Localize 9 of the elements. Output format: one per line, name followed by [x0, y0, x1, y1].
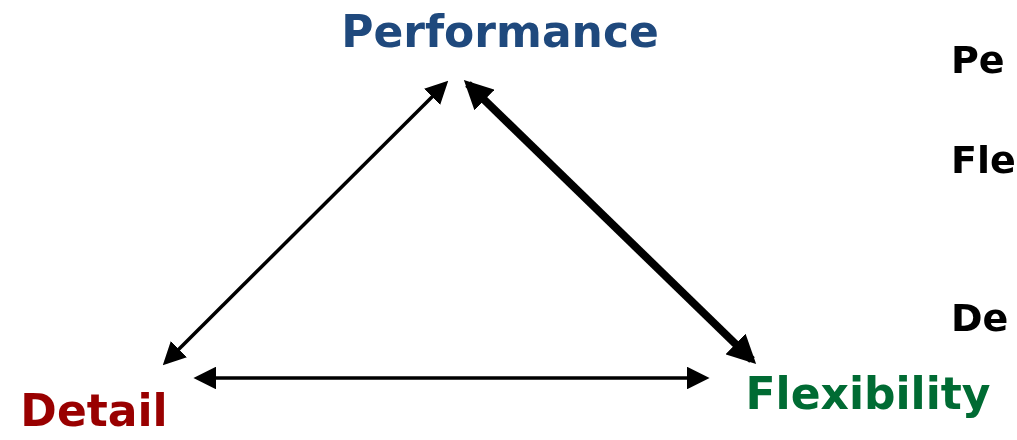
heading-label: Performance — [341, 10, 659, 54]
double-arrow — [193, 366, 710, 390]
heading-label: Detail — [20, 389, 168, 433]
heading-label: Flexibility — [745, 372, 991, 416]
side-text: De — [951, 299, 1009, 337]
side-text: Pe — [951, 41, 1005, 79]
double-arrow — [162, 80, 449, 366]
double-arrow — [463, 80, 757, 364]
side-text: Fle — [951, 141, 1016, 179]
